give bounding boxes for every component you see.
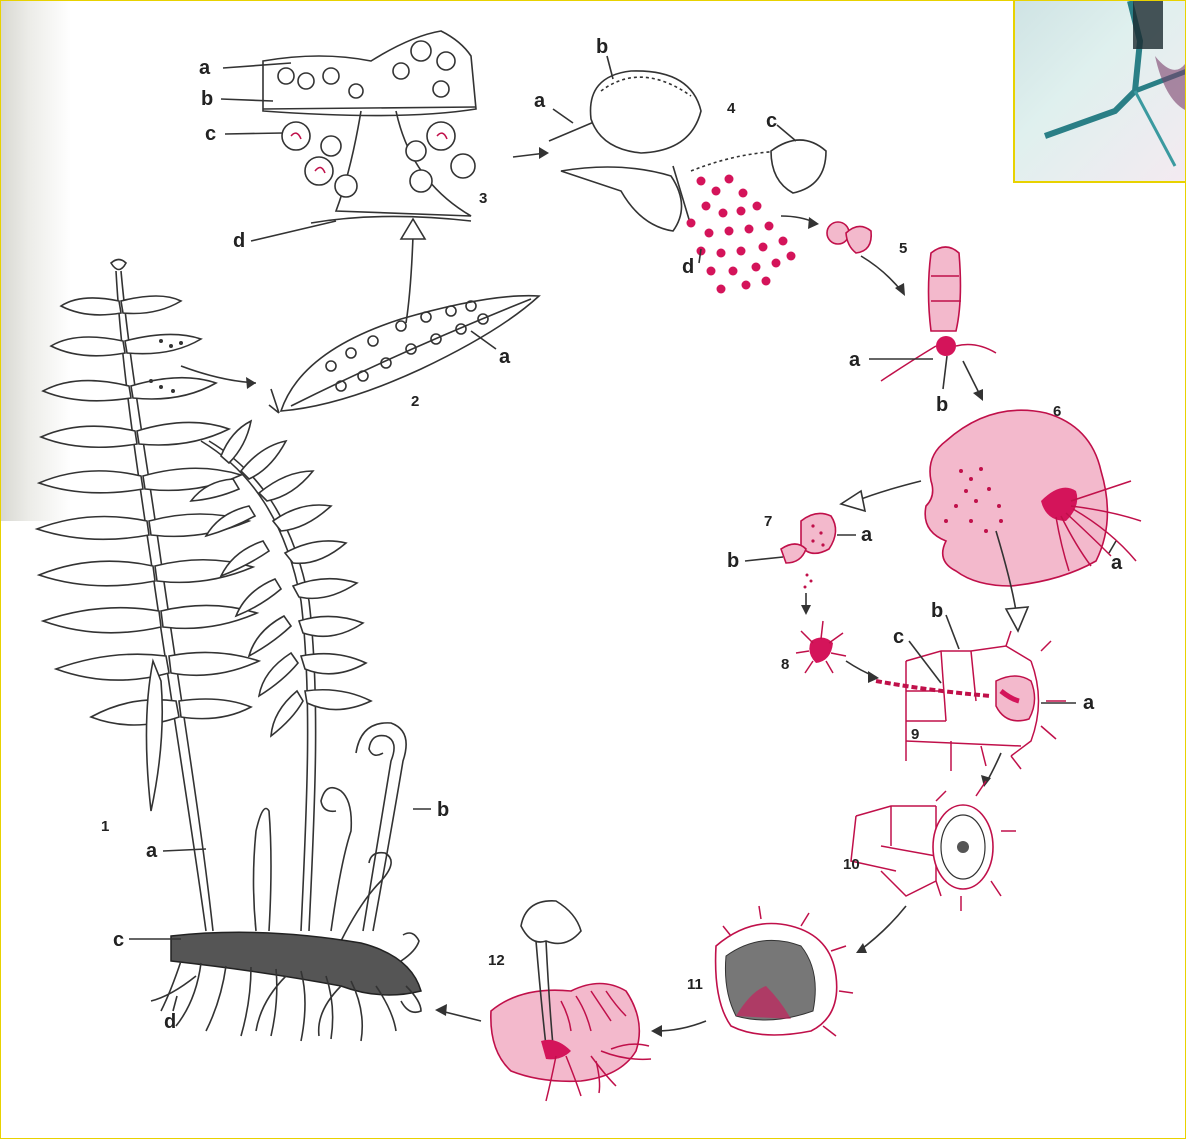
stage-5-label-b: b — [936, 394, 948, 416]
stage-9-number: 9 — [911, 726, 919, 743]
stage-4-label-b: b — [596, 36, 608, 58]
stage-3-label-c: c — [205, 123, 216, 145]
stage-4-label-d: d — [682, 256, 694, 278]
stage-8-sperm — [796, 621, 879, 683]
stage-11-embryo — [651, 906, 853, 1037]
stage-7-number: 7 — [764, 513, 772, 530]
stage-6-prothallus — [841, 410, 1141, 631]
stage-3-label-a: a — [199, 57, 211, 79]
stage-10-number: 10 — [843, 856, 860, 873]
stage-3-number: 3 — [479, 190, 487, 207]
stage-3-label-b: b — [201, 88, 213, 110]
stage-6-label-a: a — [1111, 552, 1123, 574]
stage-5-label-a: a — [849, 349, 861, 371]
stage-3-sorus-section — [221, 31, 476, 241]
stage-1-label-a: a — [146, 840, 158, 862]
stage-11-number: 11 — [687, 976, 703, 993]
stage-5-germinating-spore — [827, 222, 996, 401]
stage-9-label-c: c — [893, 626, 904, 648]
stage-1-number: 1 — [101, 818, 109, 835]
stage-12-number: 12 — [488, 952, 505, 969]
stage-7-antheridium — [745, 513, 856, 615]
stage-2-label-a: a — [499, 346, 511, 368]
stage-4-label-c: c — [766, 110, 777, 132]
stage-3-label-d: d — [233, 230, 245, 252]
stage-4-label-a: a — [534, 90, 546, 112]
stage-7-label-b: b — [727, 550, 739, 572]
stage-6-number: 6 — [1053, 403, 1061, 420]
stage-4-number: 4 — [727, 100, 736, 117]
stage-9-label-a: a — [1083, 692, 1095, 714]
stage-7-label-a: a — [861, 524, 873, 546]
stage-9-label-b: b — [931, 600, 943, 622]
stage-1-label-d: d — [164, 1011, 176, 1033]
stage-1-label-b: b — [437, 799, 449, 821]
stage-2-leaflet-with-sori — [269, 219, 539, 413]
stage-8-number: 8 — [781, 656, 789, 673]
stage-9-archegonium — [876, 615, 1076, 787]
stage-1-label-c: c — [113, 929, 124, 951]
spore-cloud — [687, 175, 796, 294]
stage-10-zygote — [851, 781, 1016, 953]
stage-5-number: 5 — [899, 240, 907, 257]
stage-2-number: 2 — [411, 393, 419, 410]
stage-12-young-sporophyte — [435, 901, 651, 1101]
